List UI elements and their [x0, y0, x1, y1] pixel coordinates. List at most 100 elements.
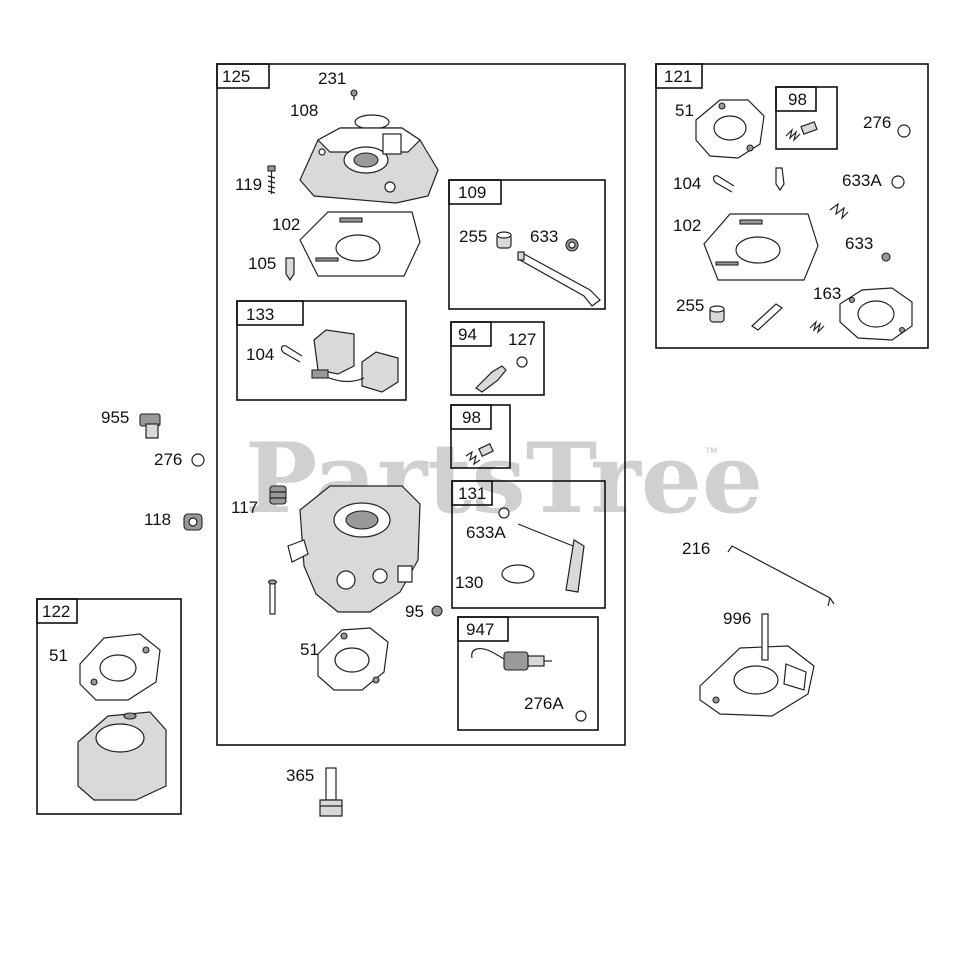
gasket-51-kit122-icon: [79, 633, 161, 701]
callout-108: 108: [290, 101, 318, 120]
screw-spring-98-sub-icon: [785, 121, 818, 142]
kit-121-tag: [655, 63, 703, 89]
kit-121-label: 121: [664, 67, 692, 86]
spacer-122-icon: [77, 711, 167, 801]
kit-125-tag: [216, 63, 270, 89]
kit-947-frame: [457, 616, 599, 731]
spring-163-area-icon: [809, 320, 825, 334]
callout-216: 216: [682, 539, 710, 558]
callout-51: 51: [300, 640, 319, 659]
callout-633A: 633A: [466, 523, 506, 542]
spring-kit121-icon: [829, 202, 849, 220]
kit-125-frame: [216, 63, 626, 746]
callout-r51: 51: [675, 101, 694, 120]
kit-121-frame: [655, 63, 929, 349]
gasket-102-icon: [299, 211, 421, 277]
gasket-108-icon: [354, 114, 390, 130]
oring-127-icon: [516, 356, 528, 368]
kit-122-frame: [36, 598, 182, 815]
kit-133-tag: [236, 300, 304, 326]
kit-98-main-tag: [450, 404, 492, 430]
kit-122-label: 122: [42, 602, 70, 621]
kit-947-tag: [457, 616, 509, 642]
callout-r255: 255: [676, 296, 704, 315]
throttle-shaft-131-icon: [517, 523, 585, 593]
kit-109-frame: [448, 179, 606, 310]
callout-119: 119: [235, 175, 262, 194]
callout-276A: 276A: [524, 694, 564, 713]
washer-276-kit121-icon: [897, 124, 911, 138]
kit-109-tag: [448, 179, 502, 205]
kit-98-sub-label: 98: [788, 90, 807, 109]
oring-633A-kit121-icon: [891, 175, 905, 189]
gasket-163-icon: [839, 287, 913, 341]
callout-r633: 633: [845, 234, 873, 253]
washer-276-left-icon: [191, 453, 205, 467]
kit-98-main-label: 98: [462, 408, 481, 427]
screw-119-icon: [267, 165, 276, 194]
callout-117: 117: [231, 498, 258, 517]
callout-95: 95: [405, 602, 424, 621]
callout-118: 118: [144, 510, 171, 529]
kit-133-label: 133: [246, 305, 274, 324]
needle-kit121-icon: [775, 167, 785, 192]
shaft-109-icon: [517, 251, 601, 307]
bolt-365-icon: [319, 767, 343, 817]
callout-102: 102: [272, 215, 300, 234]
screw-231-icon: [350, 89, 358, 100]
fitting-118-icon: [183, 513, 203, 531]
oring-633A-icon: [498, 507, 510, 519]
callout-255: 255: [459, 227, 487, 246]
kit-109-label: 109: [458, 183, 486, 202]
callout-365: 365: [286, 766, 314, 785]
callout-r163: 163: [813, 284, 841, 303]
callout-130: 130: [455, 573, 483, 592]
callout-104: 104: [246, 345, 274, 364]
carburetor-cover-icon: [299, 127, 439, 204]
callout-231: 231: [318, 69, 346, 88]
float-133-icon: [311, 329, 399, 393]
kit-131-label: 131: [458, 484, 486, 503]
kit-98-sub-tag: [775, 86, 817, 112]
kit-133-frame: [236, 300, 407, 401]
washer-276A-icon: [575, 710, 587, 722]
gasket-51-main-icon: [317, 627, 389, 691]
fitting-117-icon: [269, 485, 287, 505]
solenoid-947-icon: [471, 648, 552, 671]
kit-947-label: 947: [466, 620, 494, 639]
link-216-icon: [727, 545, 835, 607]
kit-125-label: 125: [222, 67, 250, 86]
clip-104-icon: [280, 345, 303, 363]
bracket-996-icon: [699, 613, 815, 717]
kit-94-frame: [450, 321, 545, 396]
throttle-plate-130-icon: [501, 564, 535, 584]
needle-valve-kit121-icon: [751, 303, 783, 331]
gasket-102-kit121-icon: [703, 213, 819, 281]
kit-94-tag: [450, 321, 492, 347]
callout-l276: 276: [154, 450, 182, 469]
jet-255-kit121-icon: [709, 305, 725, 323]
jet-255-icon: [496, 231, 512, 249]
pin-icon: [267, 579, 278, 615]
carburetor-body-icon: [287, 485, 421, 613]
callout-996: 996: [723, 609, 751, 628]
callout-633: 633: [530, 227, 558, 246]
callout-r276: 276: [863, 113, 891, 132]
oring-633-icon: [565, 238, 579, 252]
clip-104-kit121-icon: [712, 175, 735, 193]
oring-633-kit121-icon: [881, 252, 891, 262]
plug-955-icon: [139, 413, 161, 439]
watermark-trademark: ™: [704, 444, 718, 460]
callout-105: 105: [248, 254, 276, 273]
screw-spring-98-icon: [465, 443, 494, 466]
callout-127: 127: [508, 330, 536, 349]
kit-122-tag: [36, 598, 78, 624]
callout-r102: 102: [673, 216, 701, 235]
needle-105-icon: [285, 257, 295, 282]
callout-r633A: 633A: [842, 171, 882, 190]
callout-955: 955: [101, 408, 129, 427]
needle-94-icon: [475, 365, 507, 393]
kit-94-label: 94: [458, 325, 477, 344]
